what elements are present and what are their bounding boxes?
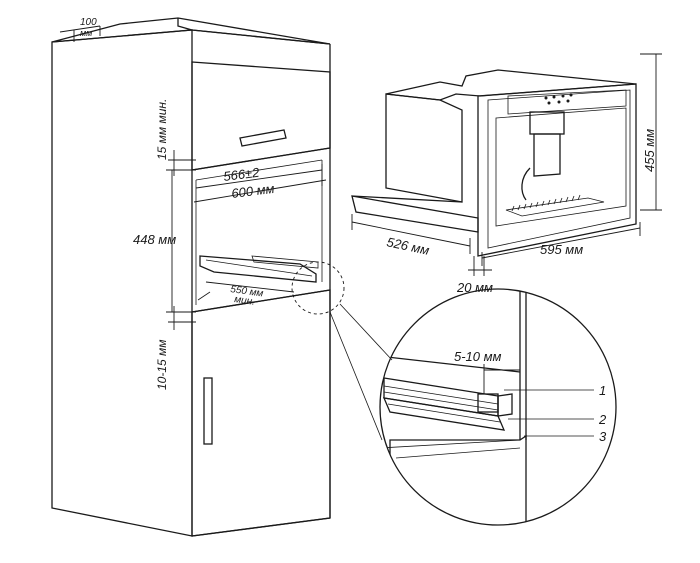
bottom-gap-dimension: 10-15 мм: [155, 306, 196, 390]
detail-marker-circle: [291, 261, 345, 315]
upper-door: [191, 61, 331, 171]
callout-2: 2: [598, 412, 607, 427]
bottom-gap-label: 10-15 мм: [155, 340, 169, 390]
shelf-depth-line2: мин.: [234, 294, 256, 308]
callout-3: 3: [599, 429, 607, 444]
appliance-height-dimension: 455 мм: [640, 53, 662, 211]
front-thickness-label: 20 мм: [456, 280, 493, 295]
niche-width-dimensions: 566±2 600 мм: [193, 164, 327, 203]
detail-gap-label: 5-10 мм: [454, 349, 502, 364]
appliance-width-label: 595 мм: [540, 242, 583, 257]
top-gap-number: 100: [80, 17, 97, 28]
shelf-depth-dimension: 550 мм мин.: [205, 281, 295, 308]
coffee-machine: [351, 69, 637, 257]
niche-height-dimension: 448 мм: [133, 169, 196, 313]
callout-1: 1: [599, 383, 606, 398]
top-gap-dimension: 100 мм: [59, 17, 101, 42]
appliance-depth-label: 526 мм: [385, 234, 430, 258]
top-gap-unit: мм: [80, 28, 92, 38]
niche-height-label: 448 мм: [133, 232, 176, 247]
front-thickness-dimension: 20 мм: [456, 256, 493, 295]
appliance-height-label: 455 мм: [642, 129, 657, 172]
shelf-depth-line1: 550 мм: [230, 284, 265, 300]
niche-width-label: 600 мм: [231, 181, 276, 201]
niche-width-tolerance: 566±2: [223, 165, 261, 184]
top-clearance-label: 15 мм мин.: [155, 99, 169, 160]
cabinet: [51, 17, 331, 537]
lower-door: [191, 289, 331, 537]
top-clearance-dimension: 15 мм мин.: [155, 99, 196, 176]
detail-view: 5-10 мм 1 2 3: [379, 288, 617, 526]
appliance-width-dimension: 595 мм: [481, 222, 641, 266]
